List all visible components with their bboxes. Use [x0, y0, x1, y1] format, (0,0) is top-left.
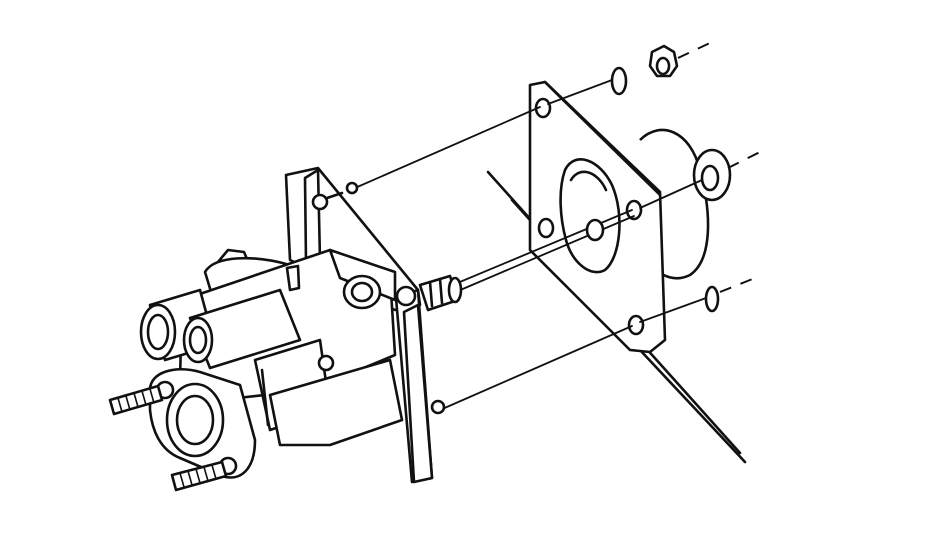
stud-lower — [170, 460, 228, 492]
alignment-lines — [354, 79, 707, 411]
cylinder-body — [139, 248, 404, 447]
washer-upper — [610, 66, 628, 96]
piston-boot — [418, 274, 463, 312]
nut — [648, 41, 713, 78]
washer-large — [692, 148, 761, 202]
firewall-plate — [528, 80, 667, 354]
push-rod — [454, 209, 635, 292]
washer-lower — [704, 275, 761, 313]
mounting-flange — [148, 368, 257, 479]
stud-upper — [108, 384, 164, 416]
